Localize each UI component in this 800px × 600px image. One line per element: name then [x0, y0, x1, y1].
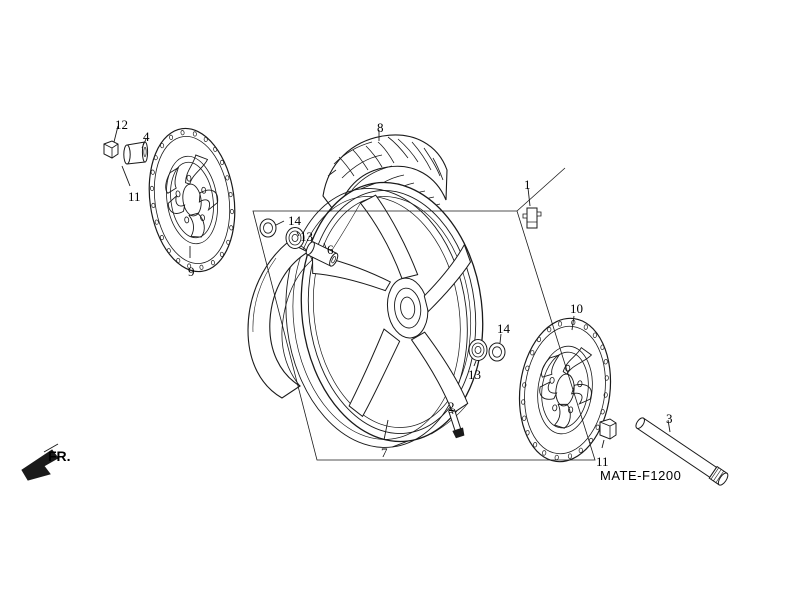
callout-3: 3 — [666, 411, 673, 426]
callout-8: 8 — [377, 120, 384, 135]
callout-7: 7 — [381, 445, 388, 460]
exploded-reference-box — [252, 167, 596, 461]
callout-12: 12 — [115, 117, 128, 132]
callout-14-right: 14 — [497, 321, 510, 336]
callout-13-left: 13 — [300, 229, 313, 244]
callout-11-left: 11 — [128, 189, 141, 204]
callout-2: 2 — [448, 399, 455, 414]
callout-11-right: 11 — [596, 454, 609, 469]
tire-segment-lower — [247, 241, 313, 399]
callout-14-left: 14 — [288, 213, 301, 228]
tire-segment — [322, 130, 448, 220]
front-axle-group — [599, 417, 729, 486]
part-code-label: MATE-F1200 — [600, 468, 682, 483]
front-wheel — [285, 181, 484, 448]
callout-1: 1 — [524, 177, 531, 192]
left-side-collar-group — [103, 125, 149, 187]
callout-9: 9 — [188, 264, 195, 279]
tire-valve — [448, 405, 465, 439]
front-direction-label: FR. — [48, 448, 71, 464]
right-brake-disc-assembly — [518, 315, 612, 463]
left-bearing-group — [259, 218, 339, 267]
callout-13-right: 13 — [468, 367, 481, 382]
callout-6: 6 — [327, 242, 334, 257]
callout-4: 4 — [143, 129, 150, 144]
wheel-speed-pulser — [522, 187, 542, 229]
left-brake-disc-assembly — [148, 127, 236, 273]
front-direction-arrow — [21, 443, 59, 481]
right-bearing-group — [468, 333, 506, 367]
callout-10: 10 — [570, 301, 583, 316]
